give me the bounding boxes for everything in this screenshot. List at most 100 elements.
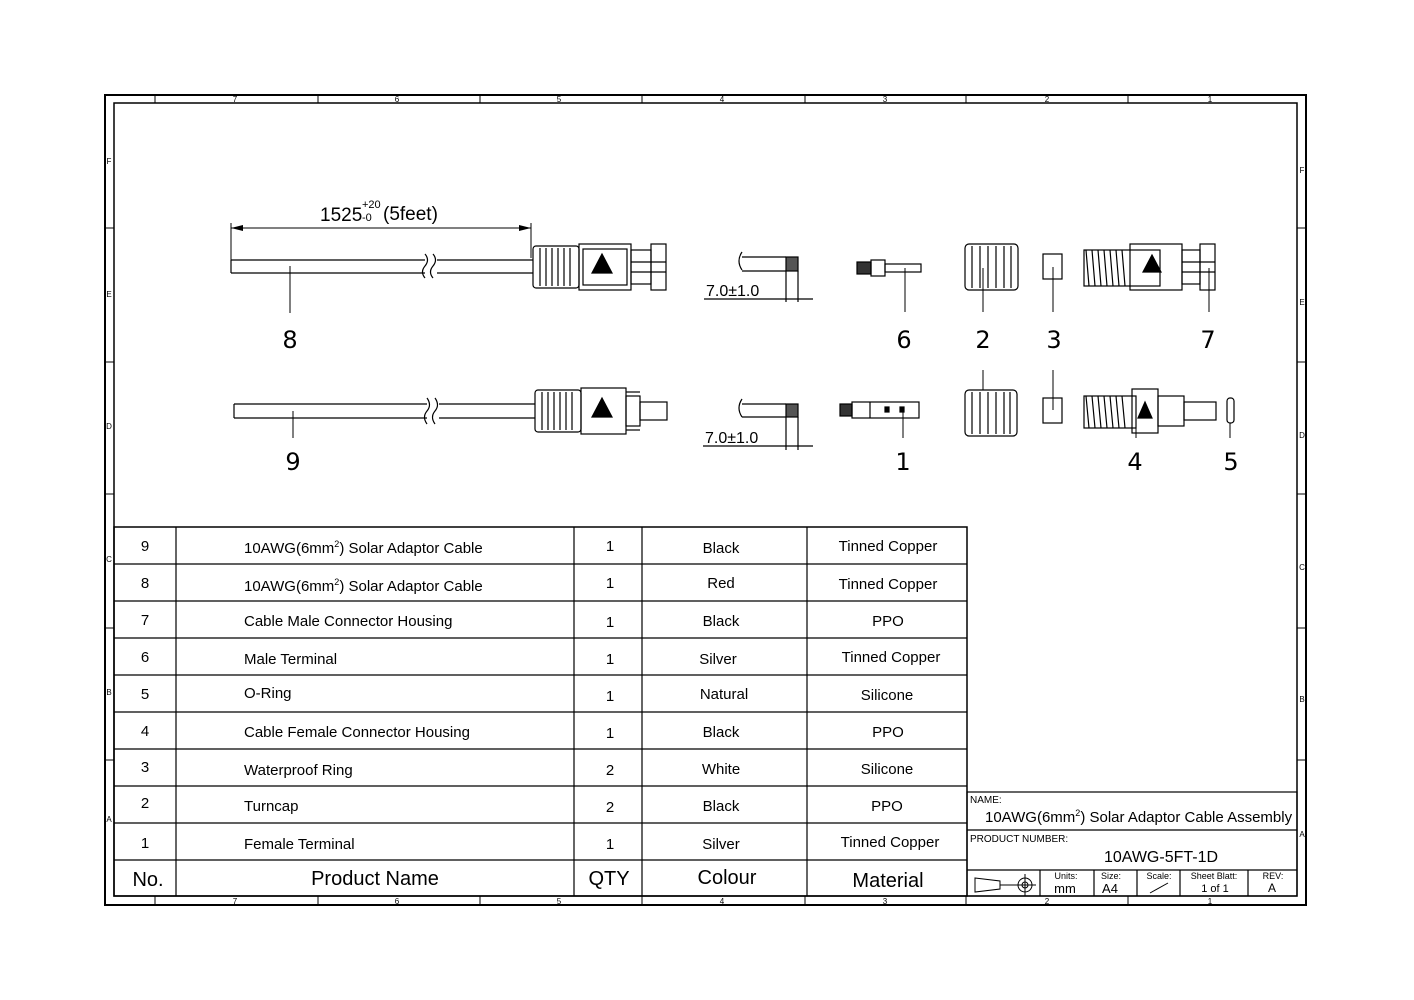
bom-cell-qty: 1	[606, 725, 614, 742]
header-no: No.	[132, 869, 163, 891]
col-label-top: 5	[557, 95, 562, 104]
bom-cell-material: Silicone	[861, 761, 914, 778]
female-terminal	[839, 401, 920, 419]
title-block	[966, 791, 1298, 897]
product-number: 10AWG-5FT-1D	[1104, 849, 1218, 866]
rev-value: A	[1268, 881, 1276, 895]
length-dimension: 1525 +20 -0 (5feet)	[230, 199, 532, 260]
cable-8	[230, 253, 533, 279]
bom-cell-no: 2	[141, 795, 149, 812]
bom-cell-colour: Natural	[700, 686, 748, 703]
bom-cell-no: 1	[141, 835, 149, 852]
bom-cell-material: Silicone	[861, 687, 914, 704]
turncap-bottom	[964, 389, 1018, 437]
bom-cell-material: PPO	[872, 724, 904, 741]
callout-7: 7	[1200, 326, 1215, 354]
bom-cell-material: PPO	[872, 613, 904, 630]
bom-cell-colour: White	[702, 761, 740, 778]
bom-cell-qty: 2	[606, 762, 614, 779]
product-number-label: PRODUCT NUMBER:	[970, 834, 1068, 845]
bom-cell-qty: 1	[606, 688, 614, 705]
bom-cell-colour: Black	[703, 540, 740, 557]
title-name: 10AWG(6mm2) Solar Adaptor Cable Assembly	[985, 808, 1293, 826]
o-ring	[1226, 397, 1235, 424]
outer-border	[104, 94, 1307, 906]
bom-cell-no: 3	[141, 759, 149, 776]
sheet-label: Sheet Blatt:	[1191, 871, 1238, 881]
bom-cell-name: Cable Male Connector Housing	[244, 613, 452, 630]
callout-9: 9	[285, 448, 300, 476]
size-value: A4	[1102, 881, 1118, 896]
bom-cell-material: Tinned Copper	[842, 649, 941, 666]
stripped-wire-top	[704, 251, 813, 302]
female-connector-assembled	[534, 387, 668, 435]
bom-cell-qty: 1	[606, 651, 614, 668]
row-label-right: E	[1299, 298, 1304, 307]
callout-5: 5	[1223, 448, 1238, 476]
sheet-value: 1 of 1	[1201, 883, 1229, 895]
bom-cell-qty: 1	[606, 575, 614, 592]
bom-cell-name: Female Terminal	[244, 836, 355, 853]
bom-header-row: No. Product Name QTY Colour Material	[132, 867, 923, 892]
row-label-right: B	[1299, 695, 1304, 704]
bom-cell-no: 6	[141, 649, 149, 666]
bom-cell-qty: 1	[606, 614, 614, 631]
male-housing	[1083, 243, 1216, 291]
length-value: 1525	[320, 205, 362, 226]
col-label-bottom: 4	[720, 897, 725, 906]
frame-ticks	[105, 95, 1306, 905]
row-label-right: A	[1299, 830, 1305, 839]
bom-cell-no: 5	[141, 686, 149, 703]
col-label-top: 2	[1045, 95, 1050, 104]
size-label: Size:	[1101, 871, 1121, 881]
bom-cell-no: 9	[141, 538, 149, 555]
bom-table	[113, 526, 968, 897]
col-label-bottom: 5	[557, 897, 562, 906]
scale-label: Scale:	[1146, 871, 1171, 881]
units-label: Units:	[1054, 871, 1077, 881]
callout-1: 1	[895, 448, 910, 476]
length-note: (5feet)	[383, 204, 438, 225]
row-label-left: C	[106, 555, 112, 564]
row-label-left: F	[107, 157, 112, 166]
callout-3: 3	[1046, 326, 1061, 354]
col-label-bottom: 1	[1208, 897, 1213, 906]
bom-cell-name: Waterproof Ring	[244, 762, 353, 779]
col-label-bottom: 2	[1045, 897, 1050, 906]
col-label-top: 6	[395, 95, 400, 104]
bom-cell-name: O-Ring	[244, 685, 292, 702]
row-label-left: E	[106, 290, 111, 299]
cable-9	[233, 397, 535, 425]
stripped-wire-bottom	[703, 398, 813, 450]
callout-6: 6	[896, 326, 911, 354]
col-label-bottom: 6	[395, 897, 400, 906]
projection-symbol-icon	[974, 874, 1036, 896]
bom-cell-qty: 2	[606, 799, 614, 816]
bom-cell-name: 10AWG(6mm2) Solar Adaptor Cable	[244, 539, 483, 557]
callout-8: 8	[282, 326, 297, 354]
units-value: mm	[1054, 881, 1076, 896]
bom-cell-name: Cable Female Connector Housing	[244, 724, 470, 741]
bom-cell-colour: Red	[707, 575, 735, 592]
strip-length-top: 7.0±1.0	[706, 283, 759, 300]
bom-rows: 9 10AWG(6mm2) Solar Adaptor Cable 1 Blac…	[141, 538, 941, 853]
scale-value-slash	[1149, 882, 1169, 894]
bom-cell-colour: Black	[703, 798, 740, 815]
male-connector-assembled	[532, 243, 667, 291]
row-label-left: B	[106, 688, 111, 697]
bom-cell-name: 10AWG(6mm2) Solar Adaptor Cable	[244, 577, 483, 595]
header-product-name: Product Name	[311, 868, 439, 890]
length-tolerance-minus: -0	[362, 212, 372, 224]
bom-cell-material: Tinned Copper	[839, 538, 938, 555]
bom-cell-colour: Silver	[699, 651, 737, 668]
bom-cell-colour: Silver	[702, 836, 740, 853]
bom-cell-colour: Black	[703, 724, 740, 741]
bom-cell-material: PPO	[871, 798, 903, 815]
title-name-label: NAME:	[970, 795, 1002, 806]
col-label-bottom: 3	[883, 897, 888, 906]
col-label-top: 7	[233, 95, 238, 104]
callout-4: 4	[1127, 448, 1142, 476]
strip-length-bottom: 7.0±1.0	[705, 430, 758, 447]
col-label-top: 4	[720, 95, 725, 104]
